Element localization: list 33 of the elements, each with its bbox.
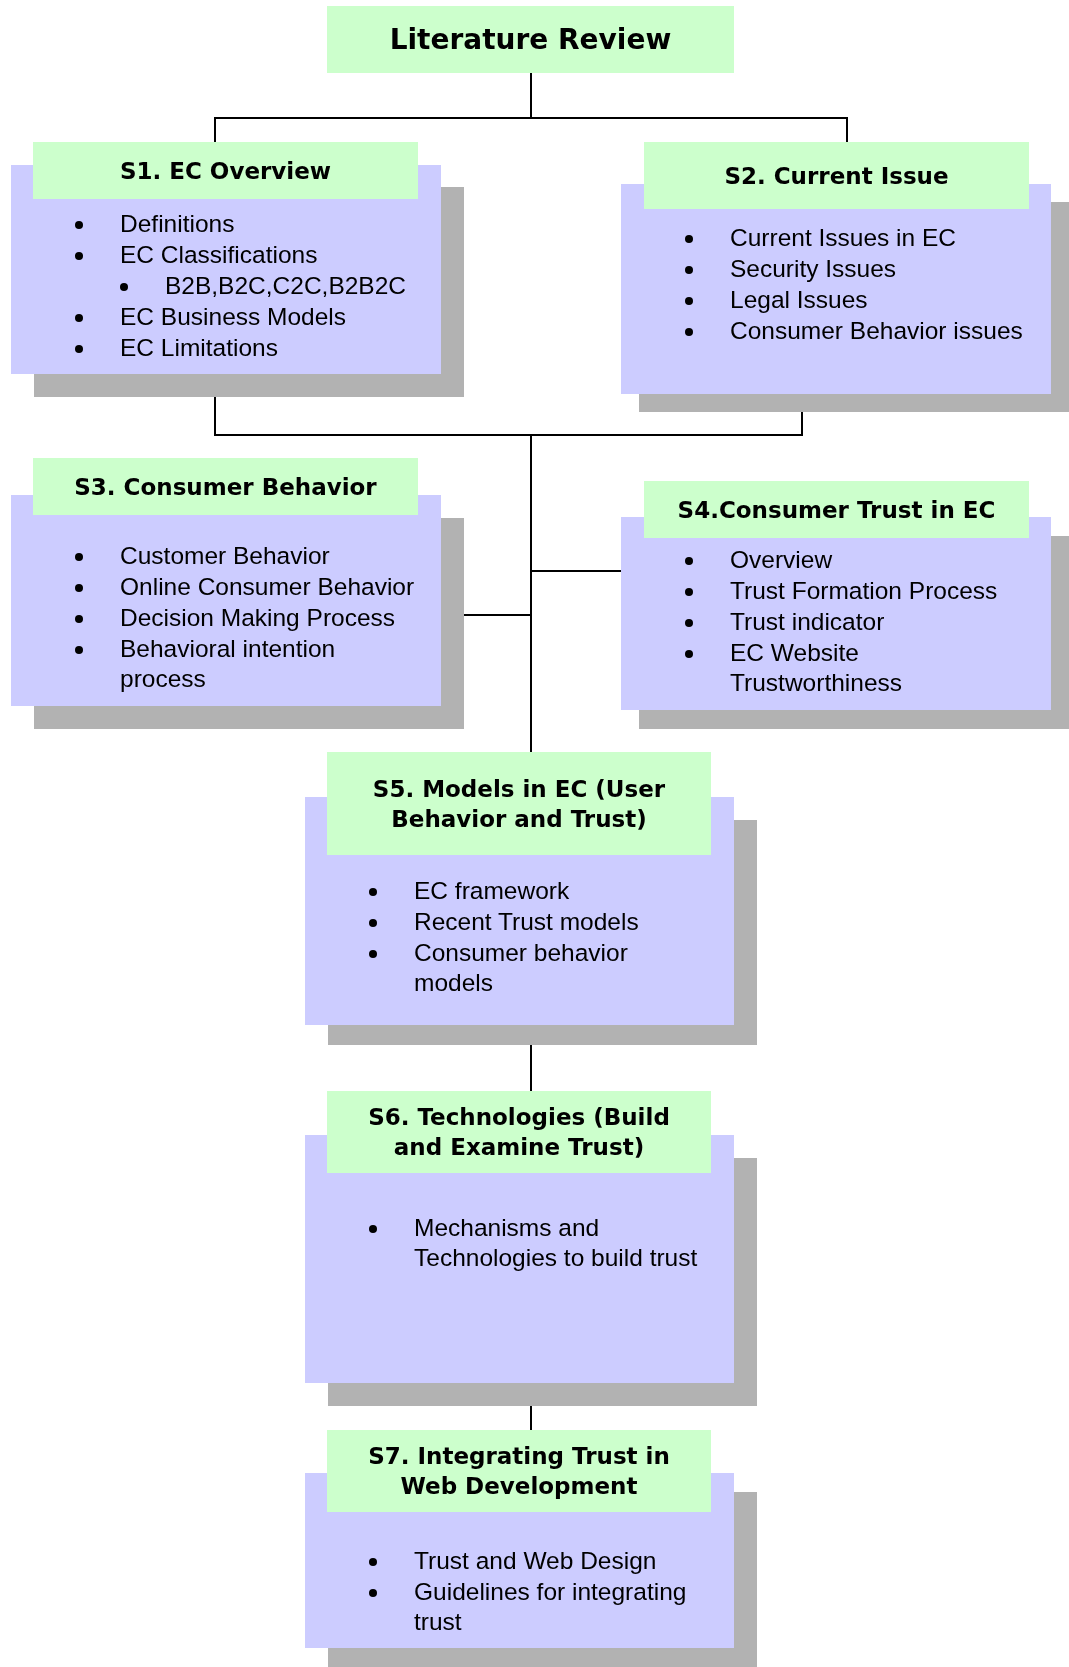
list-item: Mechanisms and Technologies to build trust xyxy=(414,1213,699,1273)
list-item: EC framework xyxy=(414,876,571,906)
list-item: Consumer behavior models xyxy=(414,938,629,998)
section-heading: S1. EC Overview xyxy=(33,142,418,199)
list-item: EC Business Models xyxy=(120,302,348,332)
list-item: EC Website Trustworthiness xyxy=(730,638,903,698)
list-item: B2B,B2C,C2C,B2B2C xyxy=(165,271,408,301)
section-heading: S4.Consumer Trust in EC xyxy=(644,481,1029,538)
section-heading: S3. Consumer Behavior xyxy=(33,458,418,515)
section-heading: S7. Integrating Trust in Web Development xyxy=(327,1430,711,1512)
list-item: Guidelines for integrating trust xyxy=(414,1577,688,1637)
list-item: Legal Issues xyxy=(730,285,869,315)
list-item: Trust and Web Design xyxy=(414,1546,658,1576)
list-item: Recent Trust models xyxy=(414,907,640,937)
list-item: Online Consumer Behavior xyxy=(120,572,412,602)
list-item: EC Classifications xyxy=(120,240,319,270)
connector-line xyxy=(530,1405,532,1431)
list-item: Customer Behavior xyxy=(120,541,331,571)
list-item: Current Issues in EC xyxy=(730,223,958,253)
section-heading: S2. Current Issue xyxy=(644,142,1029,209)
section-heading: S6. Technologies (Build and Examine Trust) xyxy=(327,1091,711,1173)
list-item: Definitions xyxy=(120,209,236,239)
list-item: Overview xyxy=(730,545,834,575)
list-item: Consumer Behavior issues xyxy=(730,316,1024,346)
list-item: Decision Making Process xyxy=(120,603,397,633)
section-heading: S5. Models in EC (User Behavior and Trust) xyxy=(327,752,711,855)
list-item: Behavioral intention process xyxy=(120,634,337,694)
list-item: Trust indicator xyxy=(730,607,886,637)
list-item: Trust Formation Process xyxy=(730,576,999,606)
list-item: Security Issues xyxy=(730,254,898,284)
connector-line xyxy=(530,1044,532,1092)
title-heading: Literature Review xyxy=(327,6,734,73)
list-item: EC Limitations xyxy=(120,333,279,363)
